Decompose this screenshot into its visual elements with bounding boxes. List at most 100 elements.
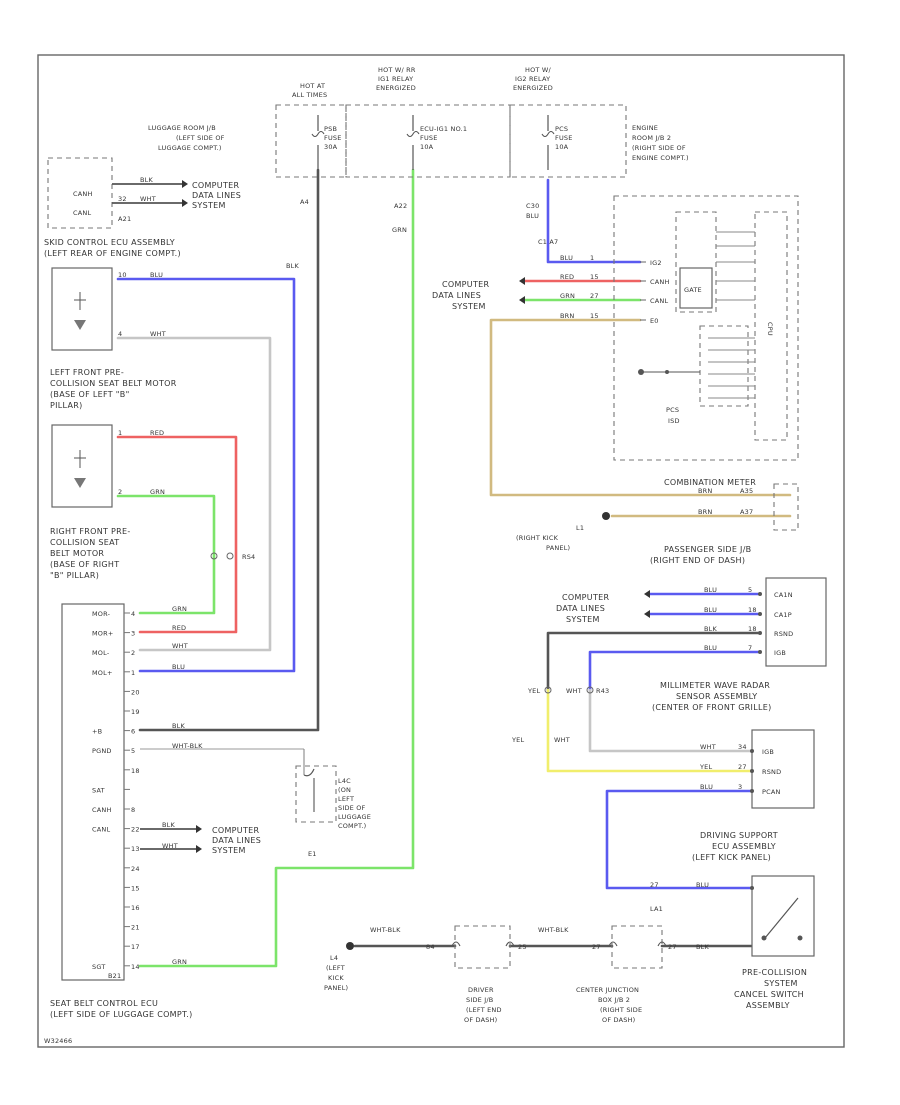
wire-radar-yel	[546, 688, 762, 773]
left-motor-p1: 1	[118, 429, 122, 437]
radar-pin-num: 34	[738, 743, 747, 751]
can-top-comp-3: SYSTEM	[192, 201, 226, 210]
wire-motor-red	[116, 435, 238, 634]
wire-pcs-blu	[546, 178, 642, 264]
sbcu-pin-name: SAT	[92, 786, 105, 794]
pjb-pin-color: BLU	[704, 586, 717, 594]
pjb-pin-name: CA1P	[774, 611, 792, 619]
bottom-n3: 27	[592, 943, 601, 951]
pjb-box	[765, 577, 827, 667]
fuse-pcs-type: FUSE	[555, 134, 573, 142]
radar-split-yel: YEL	[527, 687, 540, 695]
can-top-comp-1: COMPUTER	[192, 181, 240, 190]
hot-label-3a: HOT W/	[525, 66, 551, 74]
radar-pin-color: WHT	[700, 743, 716, 751]
radar-pin-dot	[750, 749, 754, 753]
sbcu-comp-3: SYSTEM	[212, 846, 246, 855]
pjb-title-1: PASSENGER SIDE J/B	[664, 545, 751, 554]
dsecu-title-1: DRIVING SUPPORT	[700, 831, 778, 840]
sbcu-pin-name: MOR-	[92, 610, 111, 618]
right-motor-title-2: COLLISION SEAT	[50, 538, 120, 547]
pjb-pin-name: IGB	[774, 649, 786, 657]
sbcu-box	[61, 603, 125, 981]
sbcu-pin-num: 15	[131, 884, 140, 892]
pcs-comp-2: DATA LINES	[432, 291, 481, 300]
pcs-ecu-box	[613, 195, 799, 461]
sbcu-wc-p14: GRN	[172, 958, 187, 966]
can-top-box	[47, 157, 113, 229]
radar-title-1: MILLIMETER WAVE RADAR	[660, 681, 770, 690]
engine-rjb-line1: ENGINE	[632, 124, 658, 132]
sbcu-title-1: SEAT BELT CONTROL ECU	[50, 999, 158, 1008]
wire-pjb-blk	[546, 631, 762, 692]
hot-label-1b: ALL TIMES	[292, 91, 327, 99]
fuse-ecu-name: ECU-IG1 NO.1	[420, 125, 467, 133]
fuse-psb-name: PSB	[324, 125, 337, 133]
can-top-canh: CANH	[73, 190, 93, 198]
pjb-pin-color: BLU	[704, 606, 717, 614]
wires	[116, 168, 792, 968]
pcs-pin-num: 1	[590, 254, 594, 262]
pjb-pin-name: CA1N	[774, 591, 793, 599]
center-rjb-box	[345, 104, 511, 178]
bottom-run: L4 (LEFT KICK PANEL) WHT-BLK 84 25 WHT-B…	[324, 925, 709, 1024]
sbcu-pin-num: 3	[131, 630, 135, 638]
sbcu-pin-name: CANL	[92, 826, 110, 834]
fuse-ecu-type: FUSE	[420, 134, 438, 142]
radar-pin-name: IGB	[762, 748, 774, 756]
dsecu-title-2: ECU ASSEMBLY	[712, 842, 776, 851]
pcs-pin-num: 15	[590, 312, 599, 320]
dsecu-title-3: (LEFT KICK PANEL)	[692, 853, 771, 862]
lac-line-5: LUGGAGE	[338, 813, 371, 821]
pcs-pin-color: GRN	[560, 292, 575, 300]
driver-jb-box	[454, 925, 511, 969]
pcs-cpu-label: CPU	[766, 322, 774, 336]
c1-ref-label: C1 A7	[538, 238, 558, 246]
pcs-comp-1: COMPUTER	[442, 280, 490, 289]
hot-label-2b: IG1 RELAY	[378, 75, 413, 83]
pjb-pin-num: 18	[748, 606, 757, 614]
pcs-bus-lines	[708, 231, 755, 399]
left-motor-title-4: PILLAR)	[50, 401, 83, 410]
pjb-pin-dot	[758, 592, 762, 596]
sbcu-wc-p2: WHT	[172, 642, 188, 650]
engine-rjb-box	[509, 104, 627, 178]
sbcu-pin-num: 20	[131, 688, 140, 696]
pcs-pin-signal: E0	[650, 317, 659, 325]
diagram-frame	[37, 54, 845, 1048]
skid-c2: WHT	[150, 330, 166, 338]
can-top-ref: A21	[118, 215, 131, 223]
left-motor-box	[51, 424, 113, 508]
sbcu-sgt-pin: B21	[108, 972, 121, 980]
sbcu-wc-p1: BLU	[172, 663, 185, 671]
pcs-pin-color: RED	[560, 273, 574, 281]
radar-box	[751, 729, 815, 809]
lac-line-6: COMPT.)	[338, 822, 366, 830]
left-motor-p2: 2	[118, 488, 122, 496]
radar-yel: YEL	[511, 736, 524, 744]
left-motor: LEFT FRONT PRE- COLLISION SEAT BELT MOTO…	[50, 368, 255, 561]
pcs-pin-num: 15	[590, 273, 599, 281]
fuse-ecu-amp: 10A	[420, 143, 434, 151]
fuse-pcs-name: PCS	[555, 125, 568, 133]
pcs-pin-signal: CANH	[650, 278, 670, 286]
sbcu-wc-p3: RED	[172, 624, 186, 632]
fuse-pcs	[541, 115, 555, 170]
sbcu-pin-num: 6	[131, 728, 135, 736]
sbcu-pin-num: 4	[131, 610, 135, 618]
fuse-psb	[311, 115, 325, 170]
bottom-center-3: (RIGHT SIDE	[600, 1006, 642, 1014]
radar-pin-dot	[750, 789, 754, 793]
sbcu-wc-p6: BLK	[172, 722, 185, 730]
hot-label-3c: ENERGIZED	[513, 84, 553, 92]
sbcu-pin-num: 8	[131, 806, 135, 814]
skid-p2: 4	[118, 330, 122, 338]
sbcu-wc-p5: WHT-BLK	[172, 742, 203, 750]
pjb-pin-color: BLK	[704, 625, 717, 633]
bottom-n2: 25	[518, 943, 527, 951]
bottom-n1: 84	[426, 943, 435, 951]
skid-box	[51, 267, 113, 351]
